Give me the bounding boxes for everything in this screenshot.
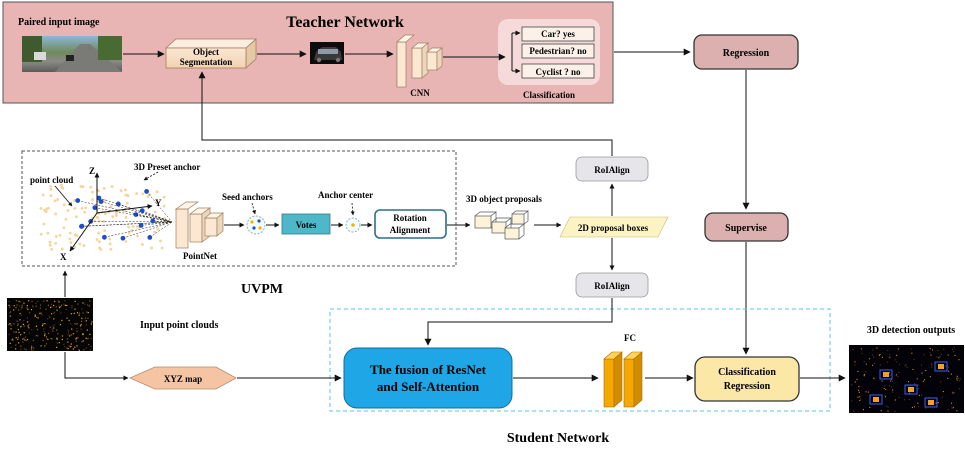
regression-label: Regression <box>723 48 770 59</box>
object-proposals-icon <box>474 210 530 240</box>
cnn-label: CNN <box>410 88 430 98</box>
classification-panel: Car? yes Pedestrian? no Cyclist ? no <box>498 19 600 85</box>
rotation-alignment-label-1: Rotation <box>393 213 427 223</box>
arrow-seed-anchors-label <box>251 202 256 215</box>
object-segmentation-label-1: Object <box>193 47 219 57</box>
fc-block-icon <box>603 351 643 408</box>
arrow-input-to-xyz <box>64 352 129 381</box>
votes-box <box>281 213 331 235</box>
seed-anchors-label: Seed anchors <box>222 192 273 202</box>
point-cloud-label: point cloud <box>30 175 73 185</box>
pointnet-stack-icon <box>174 201 224 249</box>
arrow-roialign-to-fusion <box>424 298 613 346</box>
anchor-center-icon <box>345 217 361 233</box>
uvpm-title: UVPM <box>241 282 283 297</box>
input-point-clouds-label: Input point clouds <box>140 320 218 331</box>
object-segmentation-label-2: Segmentation <box>180 57 233 67</box>
votes-label: Votes <box>296 220 317 230</box>
rotation-alignment-box <box>374 209 447 239</box>
arrow-preset-anchor-label <box>143 171 159 181</box>
proposal-boxes-shape <box>559 216 669 238</box>
arrow-point-cloud-label <box>54 185 73 207</box>
supervise-box <box>704 212 789 242</box>
fc-label: FC <box>624 333 636 343</box>
anchor-center-label: Anchor center <box>318 190 373 200</box>
classification-label: Classification <box>523 90 575 100</box>
rotation-alignment-label-2: Alignment <box>390 225 431 235</box>
arrow-anchor-center-label <box>350 202 355 216</box>
xyz-map-shape <box>129 366 237 390</box>
student-network-title: Student Network <box>507 431 609 446</box>
proposal-boxes-label: 2D proposal boxes <box>578 223 649 233</box>
seed-anchors-icon <box>246 215 266 235</box>
teacher-network-title: Teacher Network <box>286 14 404 31</box>
pointnet-label: PointNet <box>183 251 217 261</box>
regression-box <box>693 34 799 70</box>
object-proposals-label: 3D object proposals <box>466 194 542 204</box>
uvpm-panel <box>21 150 457 267</box>
classification-regression-label-1: Classification <box>718 367 776 378</box>
supervise-label: Supervise <box>725 223 767 234</box>
class-cyclist-box <box>521 63 595 79</box>
fusion-label-2: and Self-Attention <box>377 379 480 394</box>
fusion-label-1: The fusion of ResNet <box>370 362 487 377</box>
roialign-top-label: RoIAlign <box>594 165 630 175</box>
arrow-roialign-to-segmentation <box>198 71 613 156</box>
axis-x-label: X <box>60 252 67 262</box>
class-cyclist-label: Cyclist ? no <box>536 67 582 77</box>
xyz-map-label: XYZ map <box>164 374 202 384</box>
class-pedestrian-box <box>521 43 595 59</box>
point-cloud-scatter <box>39 183 173 251</box>
classification-regression-box <box>694 356 800 402</box>
preset-anchor-label: 3D Preset anchor <box>134 162 200 172</box>
teacher-network-panel: Teacher Network Paired input image Objec… <box>2 1 614 104</box>
coordinate-axes: Z X Y <box>60 166 162 262</box>
roialign-bottom-box <box>575 272 649 298</box>
paired-input-label: Paired input image <box>18 17 100 28</box>
axis-y-label: Y <box>155 198 162 208</box>
class-car-label: Car? yes <box>541 29 575 39</box>
cnn-stack-icon <box>396 34 443 88</box>
detection-outputs-image <box>849 345 964 413</box>
segmented-car-image <box>310 42 344 64</box>
object-segmentation-box: Object Segmentation <box>164 38 258 69</box>
input-point-clouds-image <box>7 298 93 352</box>
fusion-box <box>343 347 513 409</box>
roialign-bottom-label: RoIAlign <box>594 281 630 291</box>
class-pedestrian-label: Pedestrian? no <box>529 46 587 56</box>
detection-outputs-label: 3D detection outputs <box>867 325 955 336</box>
axis-z-label: Z <box>89 166 95 176</box>
paired-input-image <box>22 36 122 72</box>
roialign-top-box <box>575 156 649 182</box>
class-car-box <box>521 26 595 42</box>
classification-regression-label-2: Regression <box>724 381 771 392</box>
